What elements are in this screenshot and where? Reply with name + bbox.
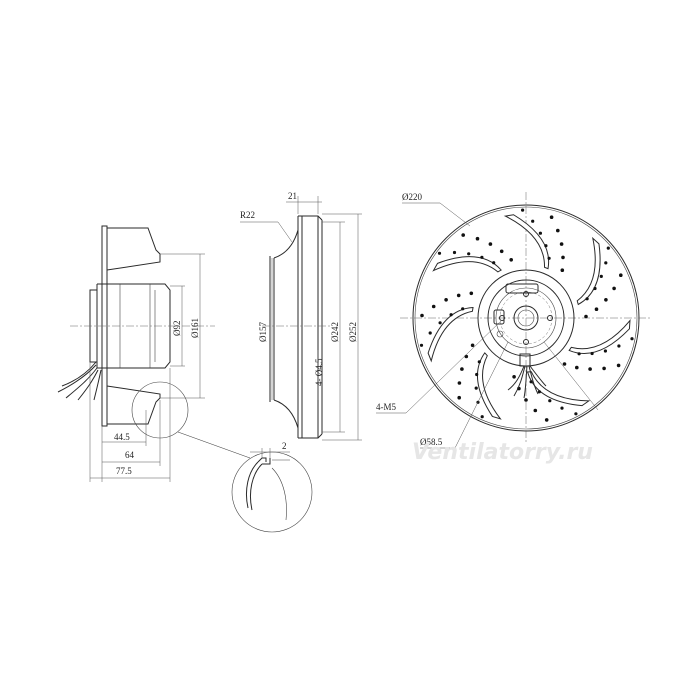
dim-44-5: 44.5 (114, 432, 130, 442)
watermark: Ventilatorry.ru (412, 440, 593, 465)
side-view: Ø92 Ø161 44.5 64 77.5 (57, 225, 251, 482)
balance-hole (470, 343, 475, 348)
impeller-blade (576, 236, 601, 306)
balance-hole (437, 251, 442, 255)
balance-hole (604, 298, 608, 302)
dim-r22: R22 (240, 210, 255, 220)
impeller-blade (432, 256, 502, 273)
balance-hole (537, 390, 542, 394)
balance-hole (521, 208, 525, 212)
dim-dia-58-5: Ø58.5 (420, 437, 443, 447)
balance-hole (544, 418, 549, 422)
balance-hole (467, 252, 471, 256)
balance-hole (477, 360, 481, 364)
balance-hole (590, 351, 594, 356)
balance-hole (599, 274, 603, 278)
balance-hole (431, 304, 436, 309)
balance-hole (560, 268, 565, 273)
balance-hole (428, 331, 432, 335)
balance-hole (464, 354, 469, 359)
section-view: 21 R22 Ø157 4- Ø4.5 Ø242 Ø252 (240, 191, 362, 441)
balance-hole (574, 412, 578, 416)
balance-hole (606, 246, 610, 250)
balance-holes (419, 208, 634, 422)
balance-hole (559, 242, 564, 246)
balance-hole (612, 286, 616, 291)
dim-64: 64 (125, 450, 135, 460)
balance-hole (480, 255, 484, 259)
impeller-blade (568, 319, 631, 354)
balance-hole (524, 398, 528, 402)
dim-dia-161: Ø161 (190, 318, 200, 338)
dim-77-5: 77.5 (116, 466, 132, 476)
balance-hole (619, 273, 623, 278)
balance-hole (531, 219, 535, 223)
balance-hole (456, 293, 461, 298)
balance-hole (616, 363, 621, 368)
balance-hole (630, 337, 634, 341)
balance-hole (457, 395, 462, 400)
dim-dia-157: Ø157 (258, 322, 268, 342)
balance-hole (544, 244, 548, 248)
balance-hole (461, 233, 466, 237)
balance-hole (584, 314, 588, 319)
balance-hole (475, 372, 479, 377)
balance-hole (474, 386, 478, 390)
balance-hole (457, 381, 462, 385)
balance-hole (480, 415, 484, 419)
balance-hole (602, 366, 606, 371)
balance-hole (475, 236, 480, 241)
impeller-blade (477, 352, 502, 420)
balance-hole (449, 313, 453, 317)
balance-hole (604, 261, 608, 265)
dim-21: 21 (288, 191, 297, 201)
front-view: Ø220 4-M5 Ø58.5 (376, 192, 650, 449)
balance-hole (444, 298, 448, 302)
impeller-blades (427, 214, 631, 420)
detail-view: 2 (231, 441, 313, 533)
dim-4-m5: 4-M5 (376, 402, 396, 412)
balance-hole (538, 231, 543, 235)
impeller-blade (526, 371, 591, 407)
balance-hole (548, 399, 552, 403)
balance-hole (585, 297, 589, 301)
dim-dia-242: Ø242 (330, 322, 340, 342)
balance-hole (438, 321, 442, 325)
balance-hole (419, 343, 424, 347)
impeller-blade (503, 214, 550, 270)
balance-hole (588, 367, 592, 371)
balance-hole (562, 362, 567, 366)
impeller-blade (427, 306, 474, 363)
balance-hole (556, 228, 560, 233)
balance-hole (560, 406, 564, 410)
balance-hole (460, 367, 464, 371)
balance-hole (603, 349, 608, 353)
dim-2: 2 (282, 441, 287, 451)
balance-hole (461, 307, 465, 311)
balance-hole (492, 261, 496, 265)
dim-dia-252: Ø252 (348, 322, 358, 342)
balance-hole (452, 250, 457, 255)
balance-hole (549, 215, 554, 219)
balance-hole (594, 307, 599, 312)
balance-hole (420, 313, 424, 318)
balance-hole (529, 380, 533, 384)
balance-hole (512, 375, 516, 379)
balance-hole (469, 291, 474, 296)
dim-holes: 4- Ø4.5 (314, 358, 324, 386)
dim-dia-92: Ø92 (172, 321, 182, 337)
balance-hole (547, 256, 551, 260)
balance-hole (499, 249, 504, 254)
balance-hole (533, 408, 538, 413)
balance-hole (575, 365, 579, 370)
balance-hole (577, 352, 581, 356)
balance-hole (561, 255, 565, 260)
balance-hole (488, 242, 493, 246)
dim-dia-220: Ø220 (402, 192, 422, 202)
balance-hole (593, 286, 597, 291)
balance-hole (617, 344, 621, 348)
balance-hole (509, 258, 513, 262)
